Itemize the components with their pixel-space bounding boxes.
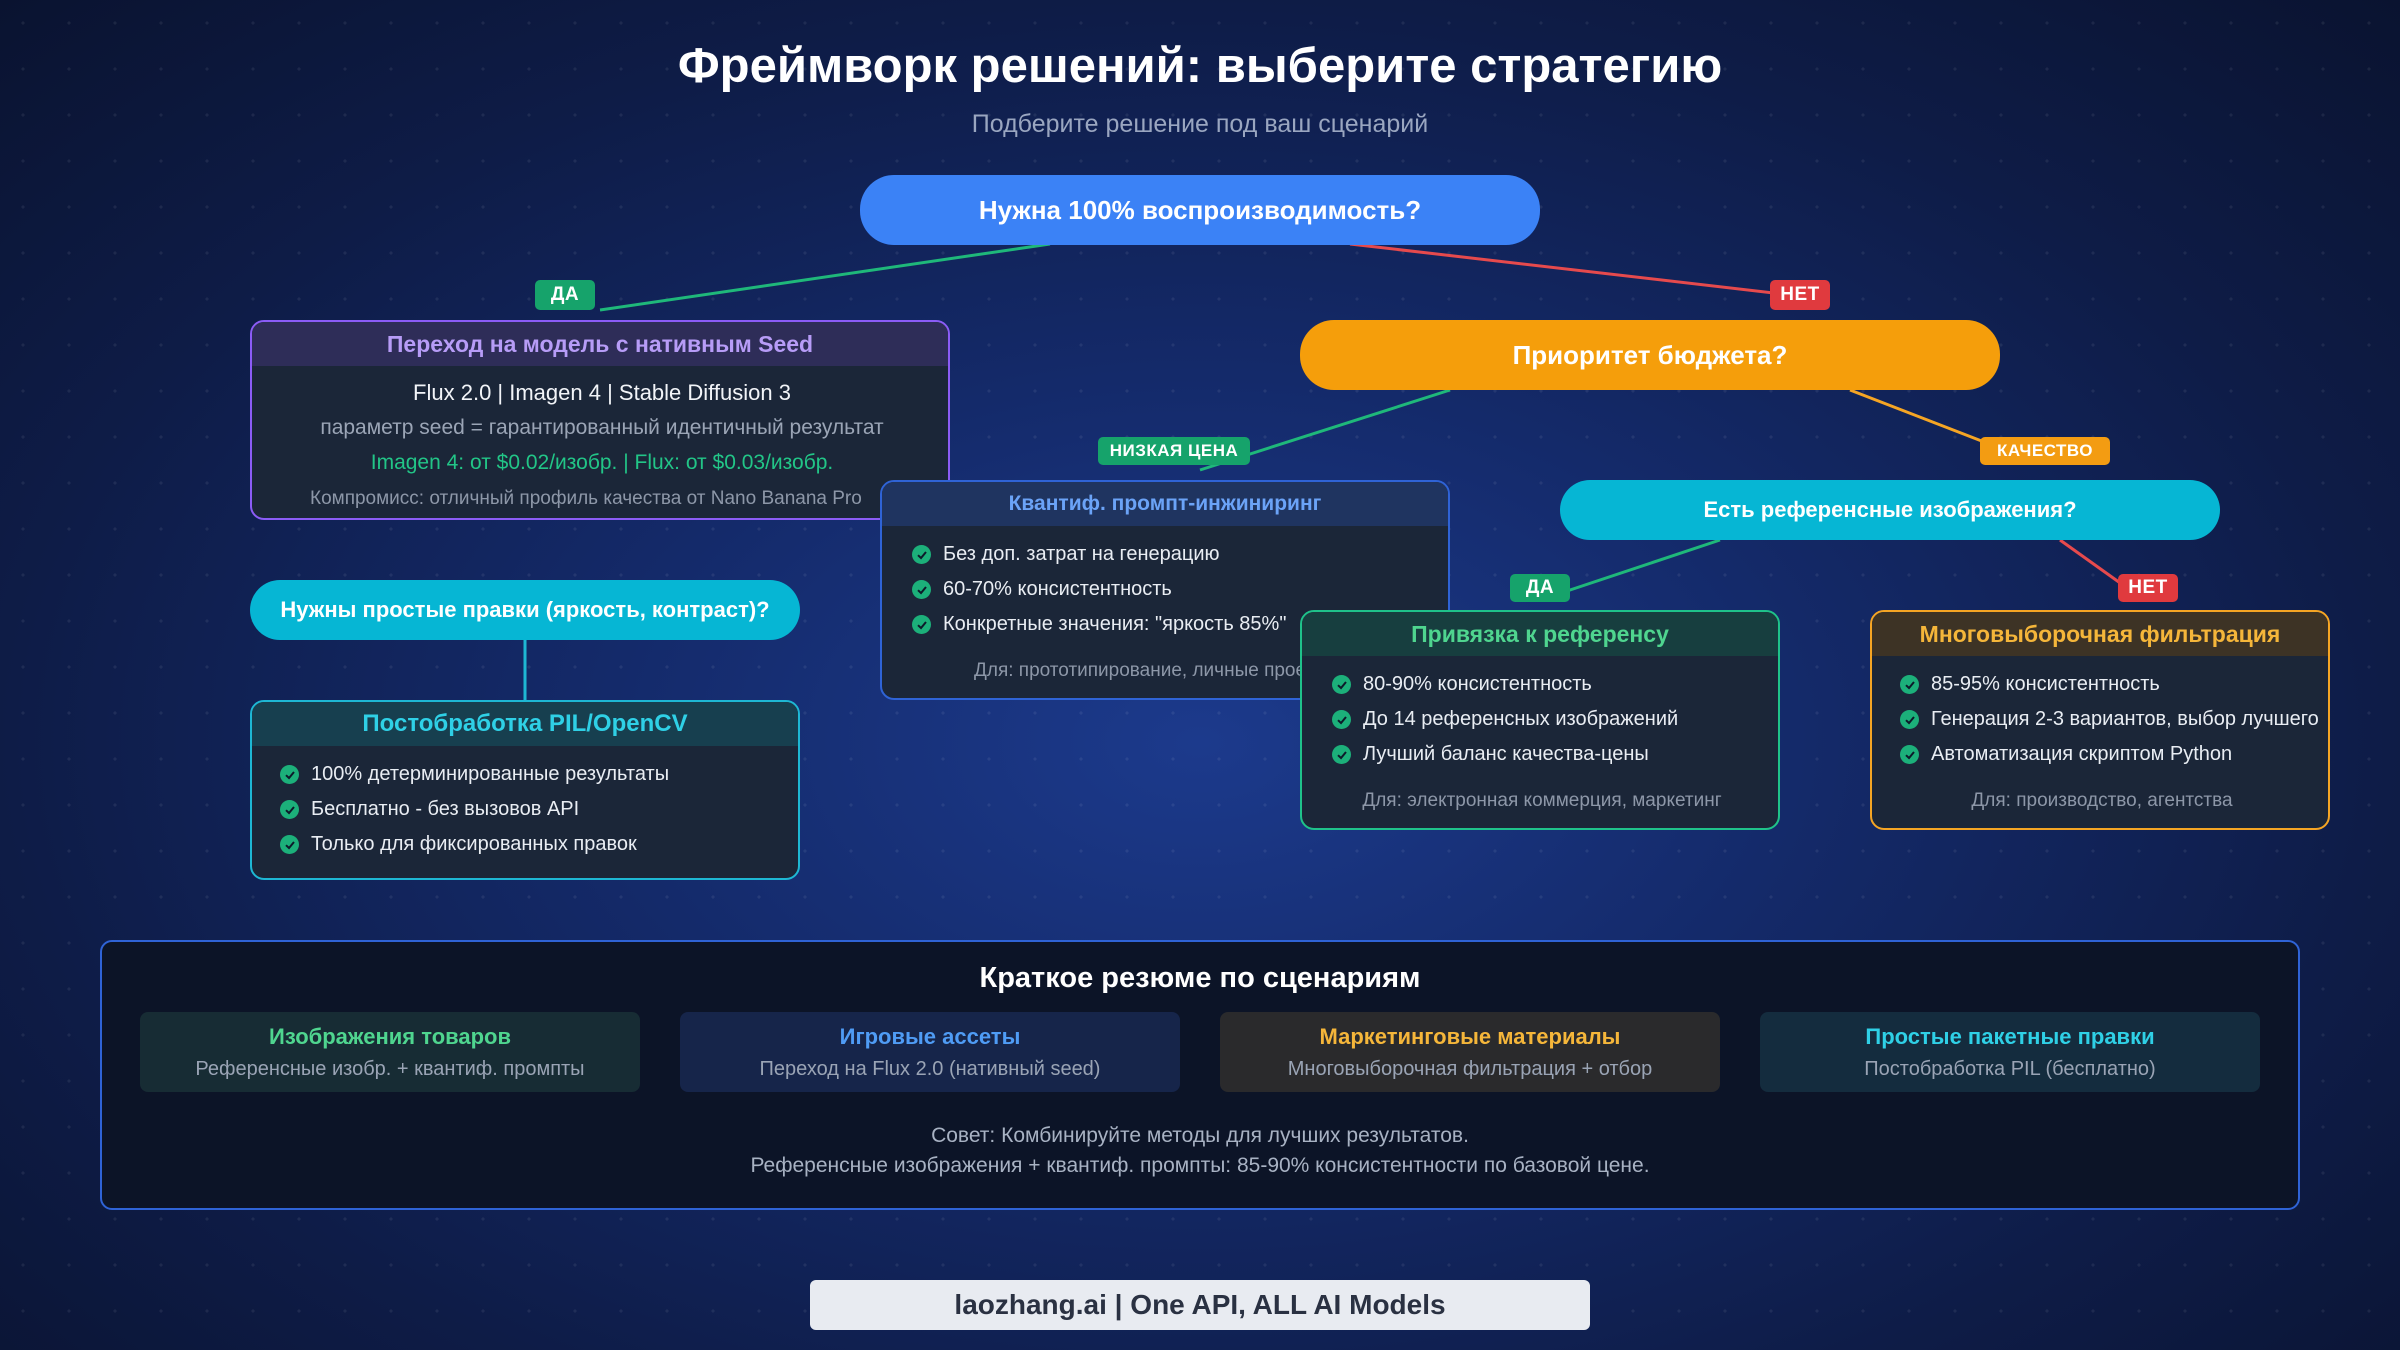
summary-item-desc: Постобработка PIL (бесплатно) (1864, 1057, 2156, 1080)
check-icon (280, 800, 299, 819)
tag-yes-repro: ДА (535, 280, 595, 310)
check-icon (1900, 675, 1919, 694)
card-pil-opencv: Постобработка PIL/OpenCV 100% детерминир… (250, 700, 800, 880)
summary-item-marketing: Маркетинговые материалы Многовыборочная … (1220, 1012, 1720, 1092)
check-icon (1332, 675, 1351, 694)
list-item: 100% детерминированные результаты (280, 757, 669, 792)
list-item: Без доп. затрат на генерацию (912, 537, 1286, 572)
summary-item-desc: Референсные изобр. + квантиф. промпты (195, 1057, 585, 1080)
seed-tradeoff: Компромисс: отличный профиль качества от… (310, 488, 862, 509)
summary-item-desc: Многовыборочная фильтрация + отбор (1287, 1057, 1653, 1080)
summary-item-title: Простые пакетные правки (1865, 1023, 2155, 1049)
prompt-bullets: Без доп. затрат на генерацию 60-70% конс… (912, 537, 1286, 642)
list-item: Лучший баланс качества-цены (1332, 737, 1678, 772)
card-multi-sample: Многовыборочная фильтрация 85-95% консис… (1870, 610, 2330, 830)
check-icon (1900, 745, 1919, 764)
list-item: Только для фиксированных правок (280, 827, 669, 862)
list-item: Автоматизация скриптом Python (1900, 737, 2319, 772)
prompt-footer: Для: прототипирование, личные проекты (974, 660, 1337, 681)
check-icon (1900, 710, 1919, 729)
check-icon (1332, 745, 1351, 764)
summary-item-products: Изображения товаров Референсные изобр. +… (140, 1012, 640, 1092)
card-native-seed: Переход на модель с нативным Seed Flux 2… (250, 320, 950, 520)
line-repro-yes (599, 242, 1051, 312)
multi-bullets: 85-95% консистентность Генерация 2-3 вар… (1900, 667, 2319, 772)
summary-panel: Краткое резюме по сценариям Изображения … (100, 940, 2300, 1210)
check-icon (280, 765, 299, 784)
card-reference-title: Привязка к референсу (1302, 612, 1778, 656)
check-icon (912, 545, 931, 564)
card-reference-anchoring: Привязка к референсу 80-90% консистентно… (1300, 610, 1780, 830)
summary-item-title: Игровые ассеты (839, 1023, 1021, 1049)
page-subtitle: Подберите решение под ваш сценарий (971, 110, 1429, 138)
tag-no-ref: НЕТ (2118, 574, 2178, 602)
multi-footer: Для: производство, агентства (1971, 790, 2233, 811)
summary-tip-line1: Совет: Комбинируйте методы для лучших ре… (931, 1124, 1469, 1147)
decision-reproducibility: Нужна 100% воспроизводимость? (860, 175, 1540, 245)
seed-param: параметр seed = гарантированный идентичн… (320, 416, 884, 439)
card-pil-title: Постобработка PIL/OpenCV (252, 702, 798, 746)
tag-quality: КАЧЕСТВО (1980, 437, 2110, 465)
decision-simple-edits: Нужны простые правки (яркость, контраст)… (250, 580, 800, 640)
summary-item-game-assets: Игровые ассеты Переход на Flux 2.0 (нати… (680, 1012, 1180, 1092)
decision-budget: Приоритет бюджета? (1300, 320, 2000, 390)
page-title: Фреймворк решений: выберите стратегию (677, 39, 1723, 93)
check-icon (912, 615, 931, 634)
tag-no-repro: НЕТ (1770, 280, 1830, 310)
seed-models: Flux 2.0 | Imagen 4 | Stable Diffusion 3 (413, 380, 791, 405)
card-prompt-engineering-title: Квантиф. промпт-инжиниринг (882, 482, 1448, 526)
tag-low-price: НИЗКАЯ ЦЕНА (1098, 437, 1250, 465)
list-item: Конкретные значения: "яркость 85%" (912, 607, 1286, 642)
card-multi-title: Многовыборочная фильтрация (1872, 612, 2328, 656)
check-icon (280, 835, 299, 854)
summary-item-title: Маркетинговые материалы (1319, 1023, 1621, 1049)
tag-yes-ref: ДА (1510, 574, 1570, 602)
list-item: Генерация 2-3 вариантов, выбор лучшего (1900, 702, 2319, 737)
check-icon (1332, 710, 1351, 729)
list-item: До 14 референсных изображений (1332, 702, 1678, 737)
card-native-seed-title: Переход на модель с нативным Seed (252, 322, 948, 366)
check-icon (912, 580, 931, 599)
line-ref-yes (1539, 538, 1721, 602)
decision-references: Есть референсные изображения? (1560, 480, 2220, 540)
line-repro-no (1349, 242, 1801, 298)
list-item: 85-95% консистентность (1900, 667, 2319, 702)
summary-title: Краткое резюме по сценариям (979, 962, 1421, 994)
seed-pricing: Imagen 4: от $0.02/изобр. | Flux: от $0.… (370, 451, 834, 474)
summary-item-desc: Переход на Flux 2.0 (нативный seed) (759, 1057, 1101, 1080)
summary-item-title: Изображения товаров (269, 1023, 511, 1049)
summary-tip-line2: Референсные изображения + квантиф. промп… (750, 1154, 1650, 1177)
pil-bullets: 100% детерминированные результаты Беспла… (280, 757, 669, 862)
list-item: Бесплатно - без вызовов API (280, 792, 669, 827)
reference-bullets: 80-90% консистентность До 14 референсных… (1332, 667, 1678, 772)
reference-footer: Для: электронная коммерция, маркетинг (1362, 790, 1722, 811)
list-item: 60-70% консистентность (912, 572, 1286, 607)
list-item: 80-90% консистентность (1332, 667, 1678, 702)
footer-brand: laozhang.ai | One API, ALL AI Models (810, 1280, 1590, 1330)
summary-item-batch-edits: Простые пакетные правки Постобработка PI… (1760, 1012, 2260, 1092)
